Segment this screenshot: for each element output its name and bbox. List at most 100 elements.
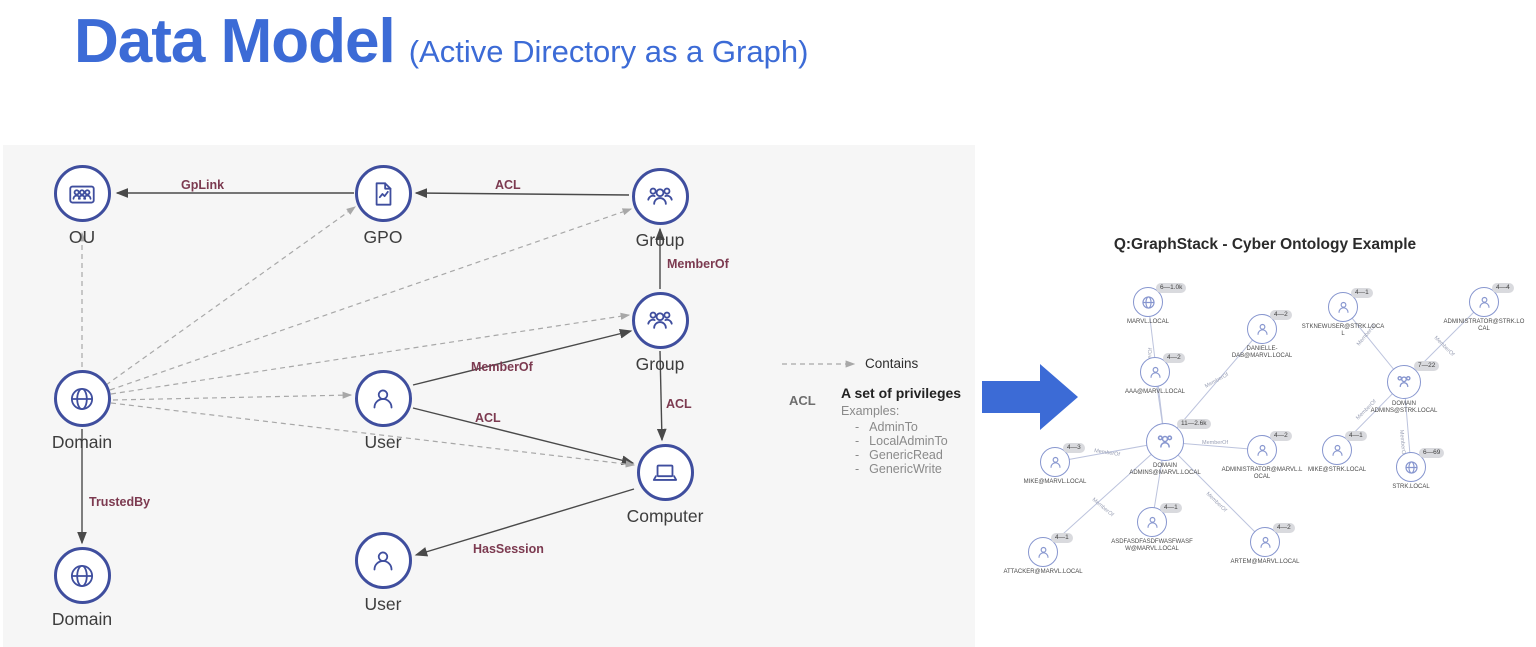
domain-icon <box>53 370 111 427</box>
edge-label-gplink: GpLink <box>181 178 225 192</box>
diagram-node-domain: Domain <box>37 547 127 630</box>
contains-edges <box>78 206 636 468</box>
ontology-graph-edges: MemberOf MemberOf MemberOf MemberOf Memb… <box>1042 301 1485 553</box>
graph-edge-label: MemberOf <box>1398 430 1406 457</box>
graph-node-badge: 6—1.0k <box>1156 283 1187 293</box>
diagram-node-label: Domain <box>51 609 113 629</box>
legend-example-item: AdminTo <box>855 420 918 434</box>
user-icon <box>354 370 412 427</box>
diagram-node-computer: Computer <box>620 444 710 527</box>
graph-node-badge: 4—1 <box>1351 288 1373 298</box>
group-icon <box>631 292 689 349</box>
edge-label-hassession: HasSession <box>473 542 544 556</box>
person-icon: 4—1 <box>1137 503 1182 537</box>
graph-node-label: ATTACKER@MARVL.LOCAL <box>1003 569 1083 575</box>
graph-edge-label: MemberOf <box>1202 440 1228 446</box>
graph-node-label: MIKE@MARVL.LOCAL <box>1023 479 1087 485</box>
graph-node-badge: 4—1 <box>1051 533 1073 543</box>
diagram-node-group: Group <box>615 168 705 251</box>
edge-memberof-user-group <box>412 328 633 386</box>
person-icon: 4—1 <box>1028 533 1073 567</box>
legend-acl-label: ACL <box>789 393 816 408</box>
edge-label-memberof-user: MemberOf <box>471 360 533 374</box>
diagram-node-domain: Domain <box>37 370 127 453</box>
diagram-node-gpo: GPO <box>338 165 428 248</box>
edge-hassession <box>414 488 635 557</box>
graph-node-badge: 4—3 <box>1063 443 1085 453</box>
graph-node-label: AAA@MARVL.LOCAL <box>1124 389 1185 395</box>
computer-icon <box>636 444 694 501</box>
groupsm-icon: 7—22 <box>1387 361 1440 399</box>
diagram-node-ou: OU <box>37 165 127 248</box>
graph-node-badge: 6—69 <box>1419 448 1445 458</box>
diagram-node-group: Group <box>615 292 705 375</box>
edge-acl-user-computer <box>412 407 635 466</box>
diagram-node-label: OU <box>68 227 96 247</box>
legend-acl-title: A set of privileges <box>841 385 962 401</box>
graph-node-label: MIKE@STRK.LOCAL <box>1307 467 1367 473</box>
edge-acl-group-computer <box>656 350 667 442</box>
graph-edge-label: MemberOf <box>1433 335 1456 358</box>
graph-node-badge: 4—2 <box>1273 523 1295 533</box>
graph-node-label: DOMAIN ADMINS@MARVL.LOCAL <box>1129 463 1201 476</box>
edge-label-acl-group-computer: ACL <box>666 397 692 411</box>
diagram-node-user: User <box>338 370 428 453</box>
groupsm-icon: 11—2.6k <box>1146 419 1211 461</box>
slide-title: Data Model (Active Directory as a Graph) <box>74 6 808 77</box>
ou-icon <box>53 165 111 222</box>
legend-contains-label: Contains <box>865 356 919 371</box>
graph-node-badge: 4—2 <box>1270 310 1292 320</box>
graph-node-badge: 7—22 <box>1414 361 1440 371</box>
user-icon <box>354 532 412 589</box>
legend-example-item: LocalAdminTo <box>855 434 948 448</box>
legend-examples-label: Examples: <box>841 404 900 418</box>
diagram-node-label: Computer <box>626 506 704 526</box>
graph-edge-label: MemberOf <box>1094 448 1121 458</box>
title-text: Data Model <box>74 7 396 76</box>
diagram-node-label: Group <box>635 354 685 374</box>
flow-arrow-icon <box>982 364 1078 430</box>
diagram-node-user: User <box>338 532 428 615</box>
gpo-icon <box>354 165 412 222</box>
person-icon: 4—1 <box>1322 431 1367 465</box>
subtitle-text: (Active Directory as a Graph) <box>408 34 809 69</box>
graph-node-label: ADMINISTRATOR@MARVL.LOCAL <box>1221 467 1303 480</box>
edge-label-acl-group-gpo: ACL <box>495 178 521 192</box>
diagram-node-label: Domain <box>51 432 113 452</box>
diagram-node-label: GPO <box>363 227 403 247</box>
graph-node-label: ARTEM@MARVL.LOCAL <box>1230 559 1300 565</box>
graph-edge-label: MemberOf <box>1205 491 1228 514</box>
person-icon: 4—1 <box>1328 288 1373 322</box>
graph-node-badge: 4—2 <box>1270 431 1292 441</box>
graph-node-badge: 4—4 <box>1492 283 1514 293</box>
edge-label-trustedby: TrustedBy <box>89 495 151 509</box>
graph-node-label: DANIELLE-DAB@MARVL.LOCAL <box>1231 346 1293 359</box>
graph-node-label: STKNEWUSER@STRK.LOCAL <box>1301 324 1385 337</box>
person-icon: 4—3 <box>1040 443 1085 477</box>
ad-diagram-edges <box>77 188 856 557</box>
graph-edge-label: MemberOf <box>1204 372 1230 390</box>
graph-node-badge: 4—1 <box>1345 431 1367 441</box>
graph-node-label: STRK.LOCAL <box>1392 484 1430 490</box>
globe-icon: 6—69 <box>1396 448 1445 482</box>
person-icon: 4—4 <box>1469 283 1514 317</box>
graph-node-badge: 4—2 <box>1163 353 1185 363</box>
person-icon: 4—2 <box>1247 310 1292 344</box>
diagram-node-label: User <box>364 594 402 614</box>
person-icon: 4—2 <box>1247 431 1292 465</box>
globe-icon: 6—1.0k <box>1133 283 1187 317</box>
person-icon: 4—2 <box>1140 353 1185 387</box>
ontology-graph-panel: MemberOf MemberOf MemberOf MemberOf Memb… <box>1003 262 1532 642</box>
graph-node-label: MARVL.LOCAL <box>1127 319 1169 325</box>
